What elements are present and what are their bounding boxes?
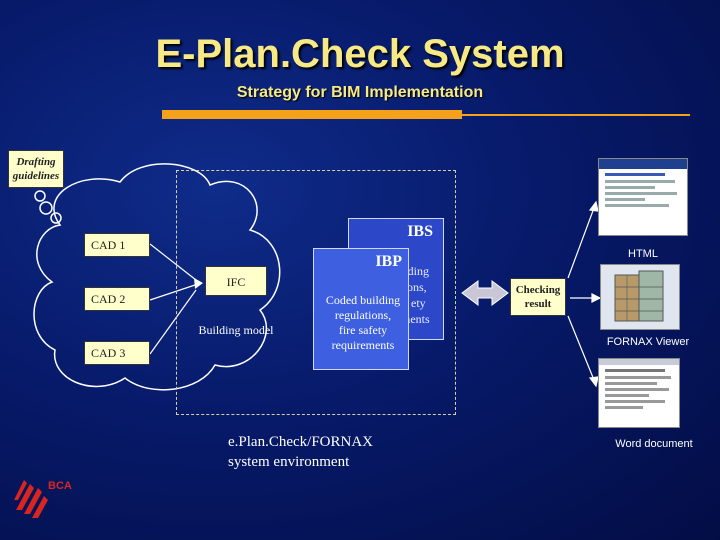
environment-line-2: system environment	[228, 454, 350, 470]
html-output-thumbnail	[598, 158, 688, 236]
drafting-guidelines-note: Drafting guidelines	[8, 150, 64, 188]
bca-logo-icon: BCA	[10, 470, 72, 520]
ibp-box: IBP Coded building regulations, fire saf…	[313, 248, 409, 370]
ibp-line-4: requirements	[331, 338, 395, 352]
checking-result-box: Checking result	[510, 278, 566, 316]
right-arrow-icon	[149, 243, 203, 355]
output-connectors	[567, 200, 602, 388]
title-underline-bar	[162, 110, 462, 119]
ibp-line-2: regulations,	[334, 308, 392, 322]
ifc-box: IFC	[205, 266, 267, 296]
bca-logo-mark	[14, 480, 48, 518]
page-title: E-Plan.Check System	[155, 32, 565, 76]
page-subtitle: Strategy for BIM Implementation	[236, 84, 484, 101]
ibp-text: Coded building regulations, fire safety …	[304, 293, 422, 353]
cloud-icon	[33, 163, 281, 391]
ibp-line-1: Coded building	[325, 293, 401, 307]
cad-2-box: CAD 2	[84, 287, 150, 311]
cad-3-box: CAD 3	[84, 341, 150, 365]
bca-logo-text: BCA	[48, 480, 72, 492]
fornax-viewer-thumbnail	[600, 264, 680, 330]
system-environment-frame	[176, 170, 456, 415]
ibs-label: IBS	[407, 223, 433, 240]
drafting-line-2: guidelines	[12, 170, 60, 182]
double-arrow-icon	[461, 280, 509, 306]
environment-label: e.Plan.Check/FORNAX system environment	[228, 432, 448, 472]
cad-1-box: CAD 1	[84, 233, 150, 257]
word-document-thumbnail	[598, 358, 680, 428]
building-icon	[614, 270, 664, 322]
html-caption: HTML	[628, 248, 658, 260]
environment-line-1: e.Plan.Check/FORNAX	[228, 434, 373, 450]
checking-line-2: result	[524, 298, 552, 310]
word-caption: Word document	[615, 438, 693, 450]
title-underline-line	[462, 114, 690, 116]
fornax-caption: FORNAX Viewer	[606, 336, 690, 348]
ibs-line-2: ons,	[407, 280, 427, 294]
ibp-label: IBP	[375, 253, 402, 270]
drafting-line-1: Drafting	[16, 156, 56, 168]
ibs-line-3: ety	[411, 296, 426, 310]
building-model-label: Building model	[198, 323, 274, 337]
ibp-line-3: fire safety	[338, 323, 388, 337]
checking-line-1: Checking	[515, 284, 561, 296]
